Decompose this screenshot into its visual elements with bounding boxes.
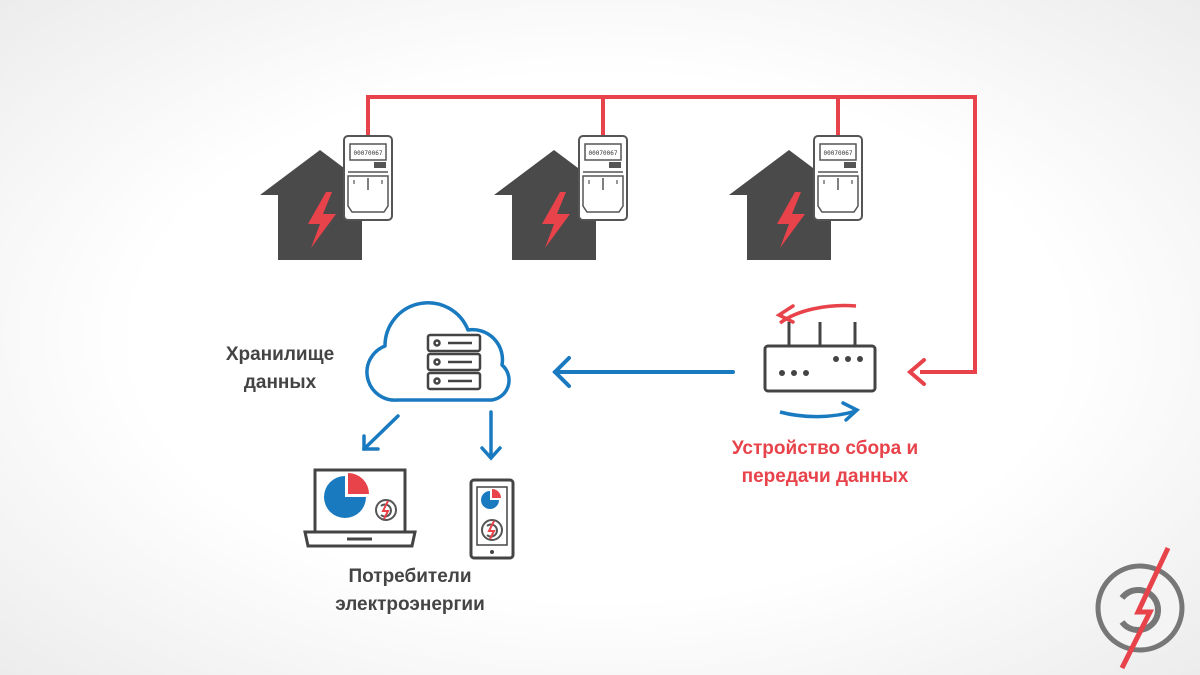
arrow-to-laptop <box>362 414 400 451</box>
electric-meter-icon <box>578 135 628 221</box>
laptop-icon <box>303 468 417 548</box>
cloud-icon <box>365 301 511 402</box>
collector-label-line-2: передачи данных <box>741 466 909 487</box>
meter-bus-wire <box>366 95 977 386</box>
consumers-label-line-2: электроэнергии <box>335 594 485 615</box>
electric-meter-icon <box>343 135 393 221</box>
consumers-label-line-1: Потребители <box>348 566 472 587</box>
storage-label-line-1: Хранилище <box>225 344 335 365</box>
brand-logo-icon <box>481 519 503 541</box>
collector-label: Устройство сбора и передачи данных <box>680 435 970 491</box>
house-3 <box>729 135 863 260</box>
storage-label-line-2: данных <box>243 372 317 393</box>
smartphone-icon <box>469 478 515 560</box>
brand-logo-icon <box>375 499 397 521</box>
server-icon <box>426 333 482 391</box>
house-1 <box>260 135 393 260</box>
storage-label: Хранилище данных <box>200 341 360 397</box>
electric-meter-icon <box>813 135 863 221</box>
pie-chart-icon <box>324 473 369 518</box>
brand-logo-icon <box>1095 546 1185 670</box>
arrow-to-phone <box>480 410 502 461</box>
consumers-label: Потребители электроэнергии <box>300 563 520 619</box>
data-flow-arrow <box>552 356 735 388</box>
router-icon <box>763 303 877 422</box>
house-2 <box>494 135 628 260</box>
collector-label-line-1: Устройство сбора и <box>731 438 919 459</box>
